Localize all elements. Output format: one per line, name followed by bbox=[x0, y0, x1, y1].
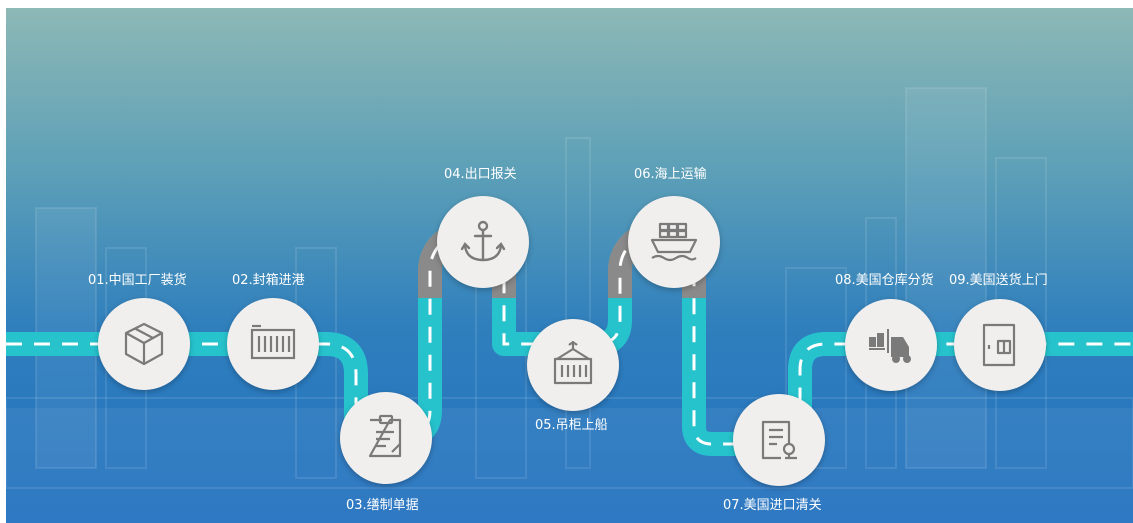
step-08-label: 08.美国仓库分货 bbox=[835, 273, 934, 288]
ship-icon bbox=[650, 222, 698, 262]
document-edit-icon bbox=[368, 414, 402, 458]
process-diagram: 01.中国工厂装货 02.封箱进港 03.缮制单据 04.出口报关 bbox=[6, 8, 1133, 523]
step-02-label: 02.封箱进港 bbox=[232, 273, 305, 288]
step-04-node[interactable] bbox=[437, 196, 529, 288]
step-04-label: 04.出口报关 bbox=[444, 167, 517, 182]
step-03-node[interactable] bbox=[340, 392, 432, 484]
step-03-label: 03.缮制单据 bbox=[346, 498, 419, 513]
crane-container-icon bbox=[553, 341, 593, 385]
anchor-icon bbox=[460, 220, 506, 262]
step-09-label: 09.美国送货上门 bbox=[949, 273, 1048, 288]
container-icon bbox=[250, 324, 296, 360]
step-07-node[interactable] bbox=[733, 394, 825, 486]
step-02-node[interactable] bbox=[227, 298, 319, 390]
step-01-node[interactable] bbox=[98, 298, 190, 390]
door-icon bbox=[982, 323, 1016, 367]
forklift-icon bbox=[869, 329, 911, 363]
step-05-node[interactable] bbox=[527, 319, 619, 411]
background-scene bbox=[6, 87, 1133, 523]
step-06-label: 06.海上运输 bbox=[634, 167, 707, 182]
step-07-label: 07.美国进口清关 bbox=[723, 498, 822, 513]
box-icon bbox=[124, 322, 164, 366]
skyline-fill bbox=[6, 88, 1133, 523]
step-01-label: 01.中国工厂装货 bbox=[88, 273, 187, 288]
step-05-label: 05.吊柜上船 bbox=[535, 418, 608, 433]
step-06-node[interactable] bbox=[628, 196, 720, 288]
step-09-node[interactable] bbox=[954, 299, 1046, 391]
step-08-node[interactable] bbox=[845, 299, 937, 391]
document-stamp-icon bbox=[761, 420, 797, 460]
